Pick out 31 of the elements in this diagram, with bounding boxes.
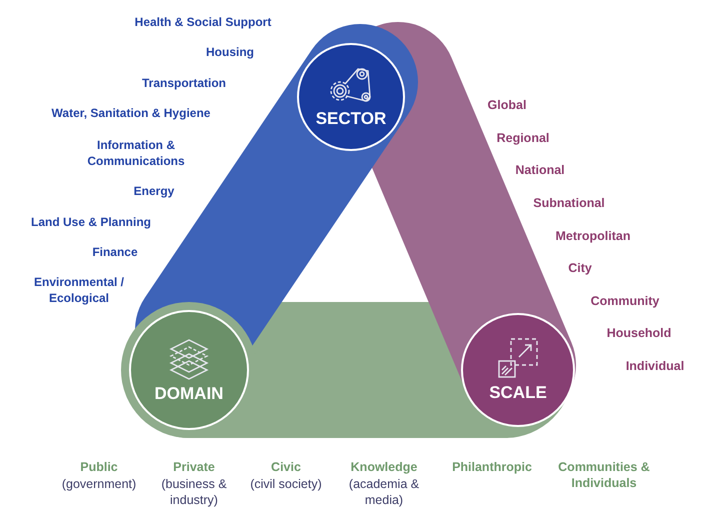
domain-label: Public [79, 459, 119, 475]
domain-description: (business & industry) [160, 476, 228, 508]
sector-label: Energy [132, 183, 176, 199]
scale-label: Individual [624, 358, 686, 374]
sector-label: Environmental / Ecological [32, 274, 126, 306]
scale-label: Community [590, 293, 660, 309]
category-title: DOMAIN [154, 384, 224, 404]
domain-label: Private [172, 459, 216, 475]
domain-description: (government) [60, 476, 138, 492]
scale-label: National [514, 162, 566, 178]
sector-label: Transportation [140, 75, 227, 91]
sector-label: Housing [205, 44, 255, 60]
domain-label: Philanthropic [451, 459, 533, 475]
category-title: SECTOR [316, 109, 386, 129]
scale-label: Regional [496, 130, 550, 146]
scale-label: Subnational [532, 195, 606, 211]
sector-label: Water, Sanitation & Hygiene [50, 105, 212, 121]
domain-description: (academia & media) [348, 476, 420, 508]
sector-label: Land Use & Planning [30, 214, 152, 230]
scale-label: City [567, 260, 593, 276]
sector-label: Information & Communications [86, 137, 186, 169]
domain-label: Communities & Individuals [557, 459, 651, 491]
category-title: SCALE [489, 383, 547, 403]
domain-label: Knowledge [350, 459, 418, 475]
domain-description: (civil society) [249, 476, 323, 492]
scale-label: Global [486, 97, 528, 113]
domain-label: Civic [270, 459, 302, 475]
scale-label: Household [606, 325, 672, 341]
sector-label: Health & Social Support [134, 14, 272, 30]
scale-label: Metropolitan [554, 228, 632, 244]
sector-label: Finance [91, 244, 139, 260]
